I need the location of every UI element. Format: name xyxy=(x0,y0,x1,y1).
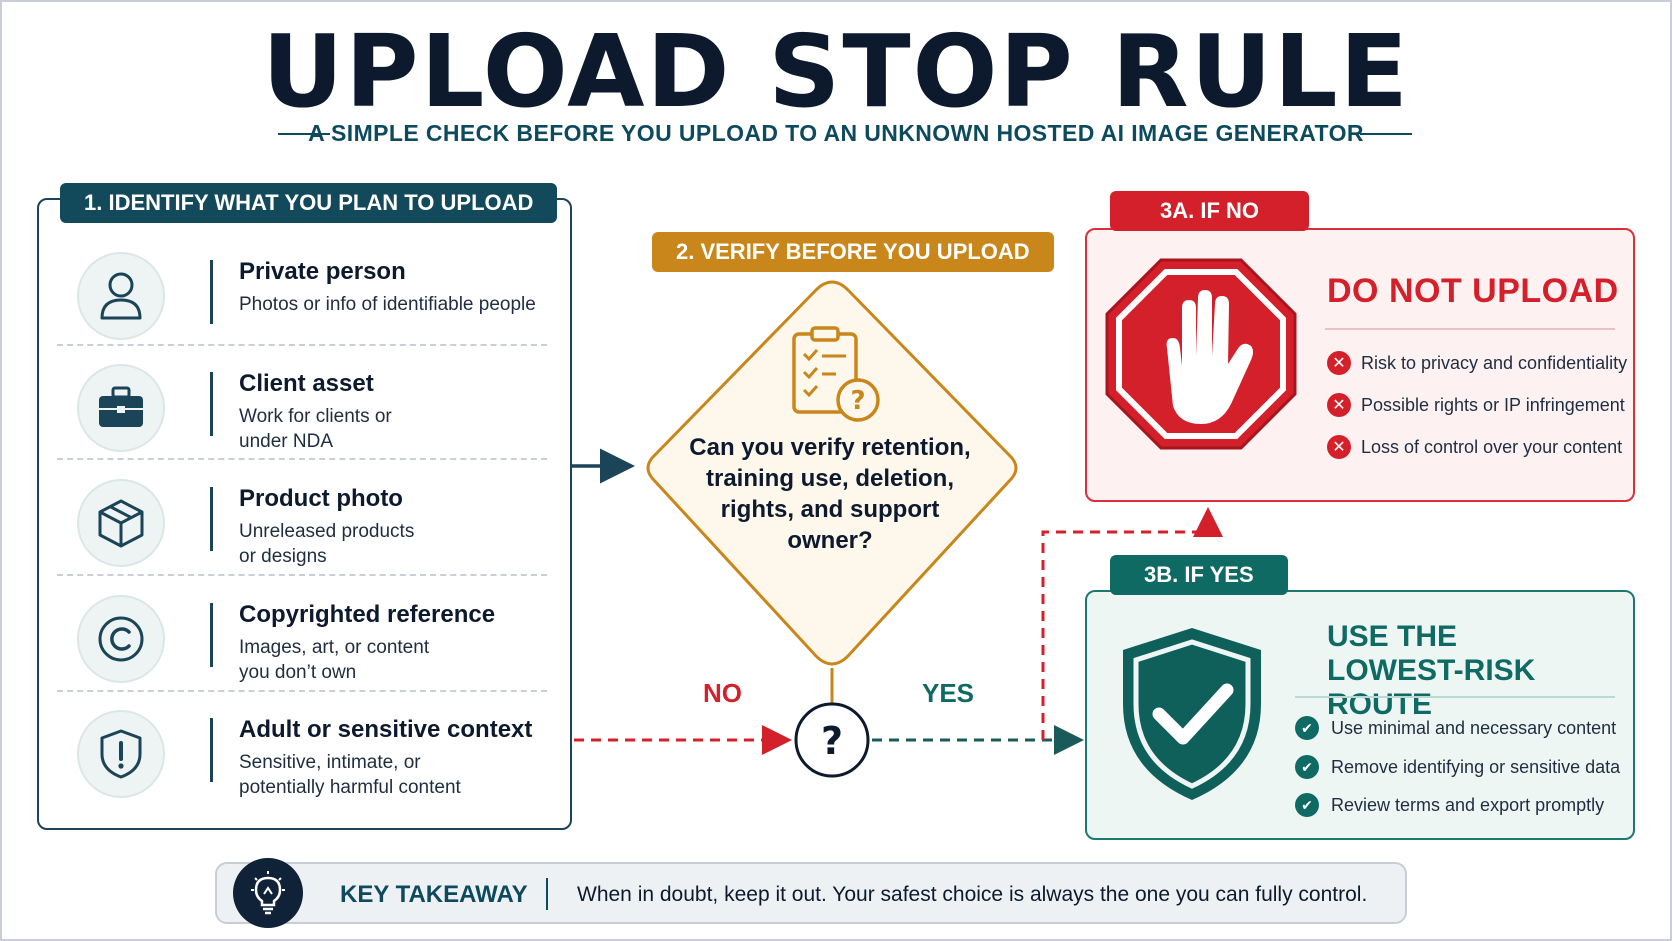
row-divider-bar xyxy=(210,487,213,551)
item-title: Client asset xyxy=(239,370,374,397)
list-item: ✔Remove identifying or sensitive data xyxy=(1295,755,1620,779)
item-description: Photos or info of identifiable people xyxy=(239,294,536,315)
key-takeaway-label: KEY TAKEAWAY xyxy=(340,881,528,908)
list-item: ✕Risk to privacy and confidentiality xyxy=(1327,351,1627,375)
item-description: Unreleased products or designs xyxy=(239,521,415,567)
x-circle-icon: ✕ xyxy=(1327,351,1351,375)
list-item: ✔Review terms and export promptly xyxy=(1295,793,1604,817)
check-circle-icon: ✔ xyxy=(1295,755,1319,779)
item-title: Product photo xyxy=(239,485,403,512)
decision-node: ? xyxy=(794,702,870,778)
item-description: Sensitive, intimate, or potentially harm… xyxy=(239,752,461,798)
row-divider-bar xyxy=(210,260,213,324)
row-divider-bar xyxy=(210,718,213,782)
step2-label: 2. VERIFY BEFORE YOU UPLOAD xyxy=(652,232,1054,272)
step1-label: 1. IDENTIFY WHAT YOU PLAN TO UPLOAD xyxy=(60,183,558,223)
item-description: Work for clients or under NDA xyxy=(239,406,392,452)
list-item: ✕Loss of control over your content xyxy=(1327,435,1622,459)
dashed-divider xyxy=(57,344,547,346)
list-item: ✕Possible rights or IP infringement xyxy=(1327,393,1625,417)
key-takeaway-bar xyxy=(215,862,1407,924)
key-takeaway-text: When in doubt, keep it out. Your safest … xyxy=(577,883,1368,906)
dashed-divider xyxy=(57,574,547,576)
takeaway-divider xyxy=(546,878,548,910)
dashed-divider xyxy=(57,690,547,692)
heading-rule xyxy=(1325,328,1615,330)
heading-rule xyxy=(1295,696,1615,698)
dashed-divider xyxy=(57,458,547,460)
svg-text:?: ? xyxy=(850,386,865,416)
copyright-icon xyxy=(77,595,165,683)
verify-diamond: ? xyxy=(646,280,1018,666)
step3b-label: 3B. IF YES xyxy=(1110,555,1288,595)
person-icon xyxy=(77,252,165,340)
stop-hand-icon xyxy=(1105,258,1297,450)
do-not-upload-heading: DO NOT UPLOAD xyxy=(1327,272,1619,310)
page-subtitle: A SIMPLE CHECK BEFORE YOU UPLOAD TO AN U… xyxy=(308,120,1364,146)
subtitle-rule-right xyxy=(1360,133,1412,135)
list-item-product-photo: Product photo Unreleased products or des… xyxy=(57,465,557,579)
item-title: Adult or sensitive context xyxy=(239,716,533,743)
subtitle-rule-left xyxy=(278,133,330,135)
no-label: NO xyxy=(703,678,742,708)
lowest-risk-heading: USE THE LOWEST-RISK ROUTE xyxy=(1327,620,1536,721)
box-icon xyxy=(77,479,165,567)
list-item-private-person: Private person Photos or info of identif… xyxy=(57,238,557,352)
x-circle-icon: ✕ xyxy=(1327,435,1351,459)
page-title: UPLOAD STOP RULE xyxy=(262,13,1410,130)
row-divider-bar xyxy=(210,372,213,436)
item-description: Images, art, or content you don’t own xyxy=(239,637,430,683)
if-no-panel: DO NOT UPLOAD ✕Risk to privacy and confi… xyxy=(1085,228,1635,502)
if-yes-panel: USE THE LOWEST-RISK ROUTE ✔Use minimal a… xyxy=(1085,590,1635,840)
shield-check-icon xyxy=(1123,628,1261,800)
decision-symbol: ? xyxy=(821,719,843,763)
list-item-copyrighted-reference: Copyrighted reference Images, art, or co… xyxy=(57,581,557,695)
briefcase-icon xyxy=(77,364,165,452)
row-divider-bar xyxy=(210,603,213,667)
list-item-adult-sensitive: Adult or sensitive context Sensitive, in… xyxy=(57,696,557,810)
no-route-to-stop-arrow xyxy=(1041,507,1223,740)
clipboard-question-icon: ? xyxy=(792,326,880,422)
verify-question: Can you verify retention, training use, … xyxy=(689,434,971,554)
list-item: ✔Use minimal and necessary content xyxy=(1295,716,1616,740)
yes-label: YES xyxy=(922,678,975,708)
item-title: Copyrighted reference xyxy=(239,601,496,628)
x-circle-icon: ✕ xyxy=(1327,393,1351,417)
item-title: Private person xyxy=(239,258,406,285)
check-circle-icon: ✔ xyxy=(1295,793,1319,817)
step3a-label: 3A. IF NO xyxy=(1110,191,1310,231)
check-circle-icon: ✔ xyxy=(1295,716,1319,740)
shield-alert-icon xyxy=(77,710,165,798)
lightbulb-icon xyxy=(233,858,303,928)
list-item-client-asset: Client asset Work for clients or under N… xyxy=(57,350,557,464)
